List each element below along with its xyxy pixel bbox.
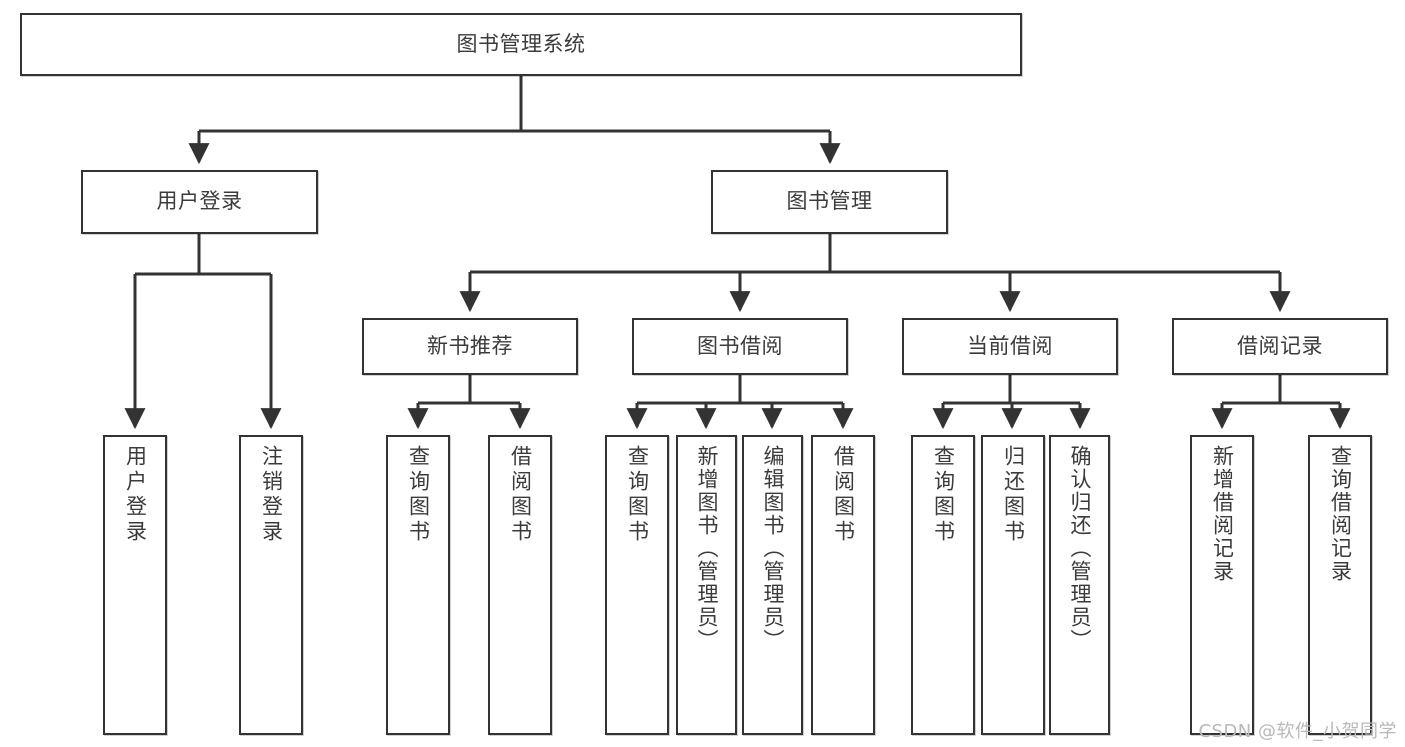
leaf-user-login-label: 用户登录: [123, 445, 148, 545]
leaf-add-borrow-record[interactable]: 新增借阅记录: [1190, 435, 1254, 735]
node-current-borrow[interactable]: 当前借阅: [902, 318, 1118, 375]
leaf-add-borrow-record-label: 新增借阅记录: [1210, 445, 1235, 583]
csdn-watermark: CSDN @软件_小贺同学: [1198, 721, 1397, 742]
node-borrow-record[interactable]: 借阅记录: [1172, 318, 1388, 375]
leaf-edit-book-label: 编辑图书（管理员）: [761, 445, 785, 652]
node-book-borrow[interactable]: 图书借阅: [632, 318, 848, 375]
leaf-user-login[interactable]: 用户登录: [103, 435, 167, 735]
node-book-management[interactable]: 图书管理: [711, 170, 948, 234]
leaf-query-book-1-label: 查询图书: [406, 445, 431, 545]
leaf-query-book-2-label: 查询图书: [625, 445, 650, 545]
leaf-return-book-label: 归还图书: [1001, 445, 1026, 545]
node-book-management-label: 图书管理: [786, 189, 873, 214]
node-new-book-recommend-label: 新书推荐: [427, 333, 513, 358]
node-root-system-label: 图书管理系统: [456, 31, 586, 56]
node-root-system[interactable]: 图书管理系统: [20, 13, 1022, 76]
leaf-edit-book[interactable]: 编辑图书（管理员）: [742, 435, 803, 735]
node-book-borrow-label: 图书借阅: [697, 333, 783, 358]
leaf-confirm-return[interactable]: 确认归还（管理员）: [1049, 435, 1110, 735]
node-borrow-record-label: 借阅记录: [1237, 333, 1323, 358]
leaf-borrow-book-1-label: 借阅图书: [508, 445, 533, 545]
leaf-borrow-book-1[interactable]: 借阅图书: [488, 435, 552, 735]
leaf-logout-login[interactable]: 注销登录: [239, 435, 303, 735]
leaf-borrow-book-2-label: 借阅图书: [831, 445, 856, 545]
leaf-query-book-3[interactable]: 查询图书: [911, 435, 975, 735]
node-new-book-recommend[interactable]: 新书推荐: [362, 318, 578, 375]
leaf-query-borrow-record-label: 查询借阅记录: [1328, 445, 1353, 583]
node-user-login-label: 用户登录: [156, 189, 243, 214]
node-current-borrow-label: 当前借阅: [967, 333, 1053, 358]
leaf-add-book[interactable]: 新增图书（管理员）: [676, 435, 737, 735]
leaf-logout-login-label: 注销登录: [259, 445, 284, 545]
leaf-query-book-2[interactable]: 查询图书: [605, 435, 669, 735]
leaf-borrow-book-2[interactable]: 借阅图书: [811, 435, 875, 735]
leaf-query-book-1[interactable]: 查询图书: [386, 435, 450, 735]
leaf-add-book-label: 新增图书（管理员）: [695, 445, 719, 652]
leaf-query-book-3-label: 查询图书: [931, 445, 956, 545]
node-user-login[interactable]: 用户登录: [81, 170, 318, 234]
leaf-confirm-return-label: 确认归还（管理员）: [1068, 445, 1092, 652]
leaf-return-book[interactable]: 归还图书: [981, 435, 1045, 735]
leaf-query-borrow-record[interactable]: 查询借阅记录: [1308, 435, 1372, 735]
